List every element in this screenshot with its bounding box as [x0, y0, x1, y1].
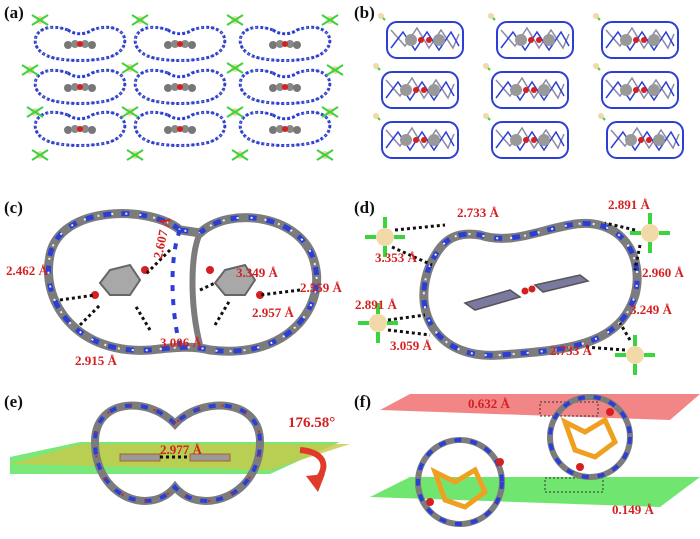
distance-label-d7: 3.059 Å: [390, 338, 432, 353]
distance-label-c6: 3.006 Å: [160, 335, 202, 350]
distance-label-d4: 2.960 Å: [642, 265, 684, 280]
distance-label-d1: 2.733 Å: [457, 205, 499, 220]
panel-d: (d) 2.733 Å 2.891 Å 3.353 Å 2.960 Å 2: [350, 195, 700, 380]
panel-e-structure: [10, 401, 350, 505]
distance-label-c7: 2.915 Å: [75, 353, 117, 368]
panel-label-c: (c): [4, 198, 23, 217]
panel-c: (c) 2.462 Å 2.607 Å 3.349 Å 2.559 Å 2.95…: [0, 195, 350, 370]
panel-b: (b): [350, 0, 700, 170]
distance-label-d3: 3.353 Å: [375, 250, 417, 265]
distance-label-d2: 2.891 Å: [608, 197, 650, 212]
distance-label-e1: 2.977 Å: [160, 442, 202, 457]
distance-label-c5: 2.957 Å: [252, 305, 294, 320]
block-grid-b: [372, 12, 684, 159]
panel-f-structure: [370, 394, 700, 527]
panel-label-b: (b): [354, 3, 375, 22]
panel-b-structure: [372, 12, 684, 159]
panel-label-a: (a): [4, 3, 24, 22]
panel-a-structure: [21, 14, 344, 161]
distance-label-d6: 3.249 Å: [630, 302, 672, 317]
distance-label-f2: 0.149 Å: [612, 502, 654, 517]
distance-label-c4: 2.559 Å: [300, 280, 342, 295]
panel-label-d: (d): [354, 198, 375, 217]
distance-label-c1: 2.462 Å: [6, 263, 48, 278]
panel-a: (a): [0, 0, 350, 170]
panel-f: (f) 0.632 Å 0.149 Å: [350, 382, 700, 539]
panel-label-e: (e): [4, 392, 23, 411]
panel-e: (e) 2.977 Å 176.58°: [0, 382, 350, 539]
panel-c-structure: [44, 209, 322, 356]
distance-label-d5: 2.891 Å: [355, 297, 397, 312]
panel-d-structure: [356, 211, 672, 377]
distance-label-f1: 0.632 Å: [468, 396, 510, 411]
distance-label-d8: 2.733 Å: [550, 343, 592, 358]
capsule-grid-a: [33, 25, 332, 147]
panel-label-f: (f): [354, 392, 371, 411]
distance-label-c3: 3.349 Å: [236, 265, 278, 280]
angle-label-e: 176.58°: [288, 415, 336, 431]
